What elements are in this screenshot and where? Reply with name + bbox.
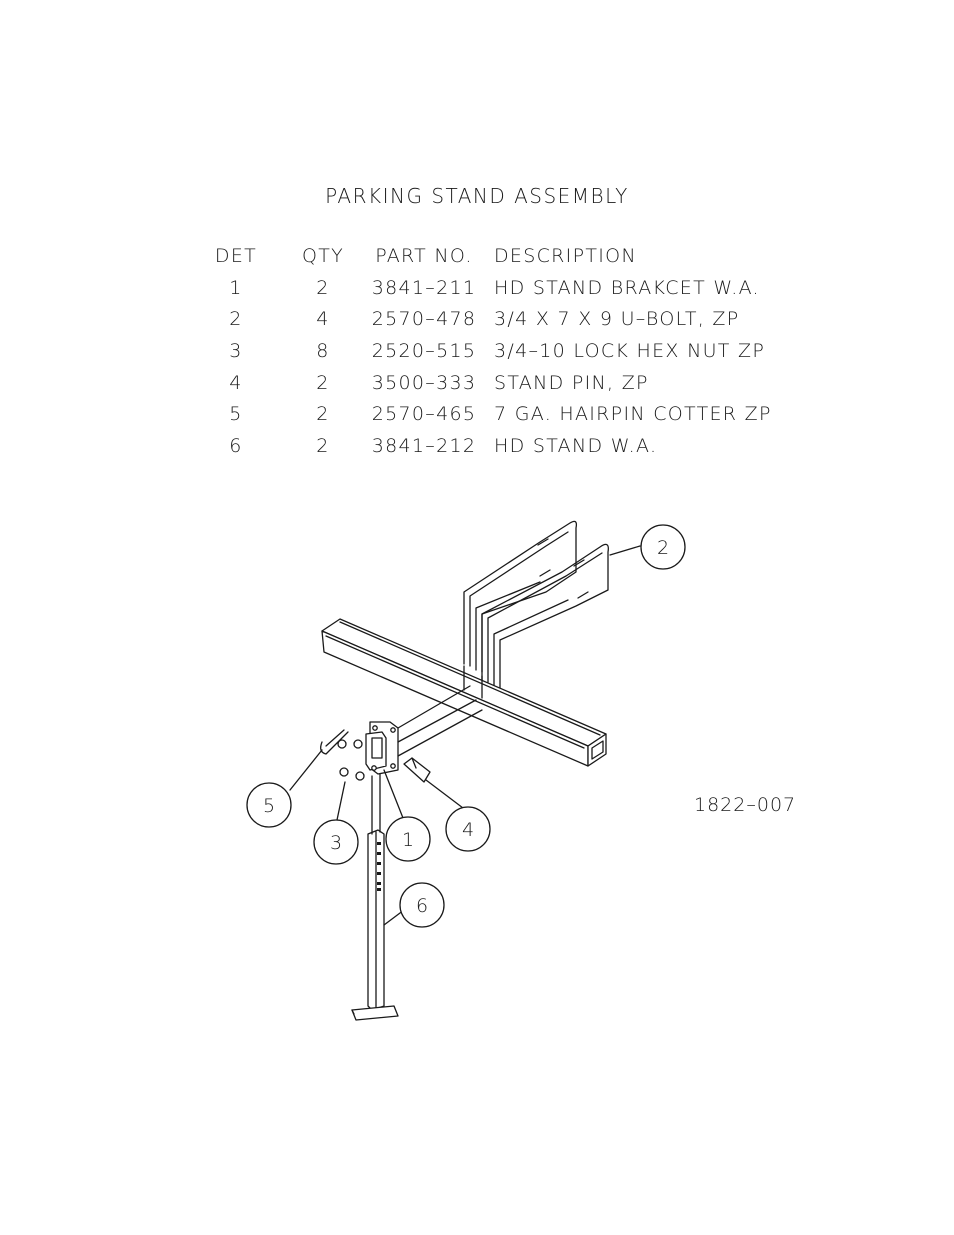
stand-tube [352, 774, 398, 1020]
svg-text:4: 4 [462, 819, 474, 841]
callout-1: 1 [386, 817, 430, 861]
callout-5: 5 [247, 783, 291, 827]
drawing-number: 1822–007 [694, 794, 796, 816]
lock-nuts [338, 740, 364, 780]
svg-text:5: 5 [263, 795, 275, 817]
svg-text:3: 3 [330, 832, 342, 854]
callout-2: 2 [641, 525, 685, 569]
callout-4: 4 [446, 807, 490, 851]
svg-text:1: 1 [402, 829, 414, 851]
callout-3: 3 [314, 820, 358, 864]
svg-text:6: 6 [416, 895, 428, 917]
u-bolt-rear [464, 521, 576, 672]
u-bolt-front [482, 544, 608, 690]
stand-pin [404, 758, 430, 782]
callout-6: 6 [400, 883, 444, 927]
svg-text:2: 2 [657, 537, 669, 559]
